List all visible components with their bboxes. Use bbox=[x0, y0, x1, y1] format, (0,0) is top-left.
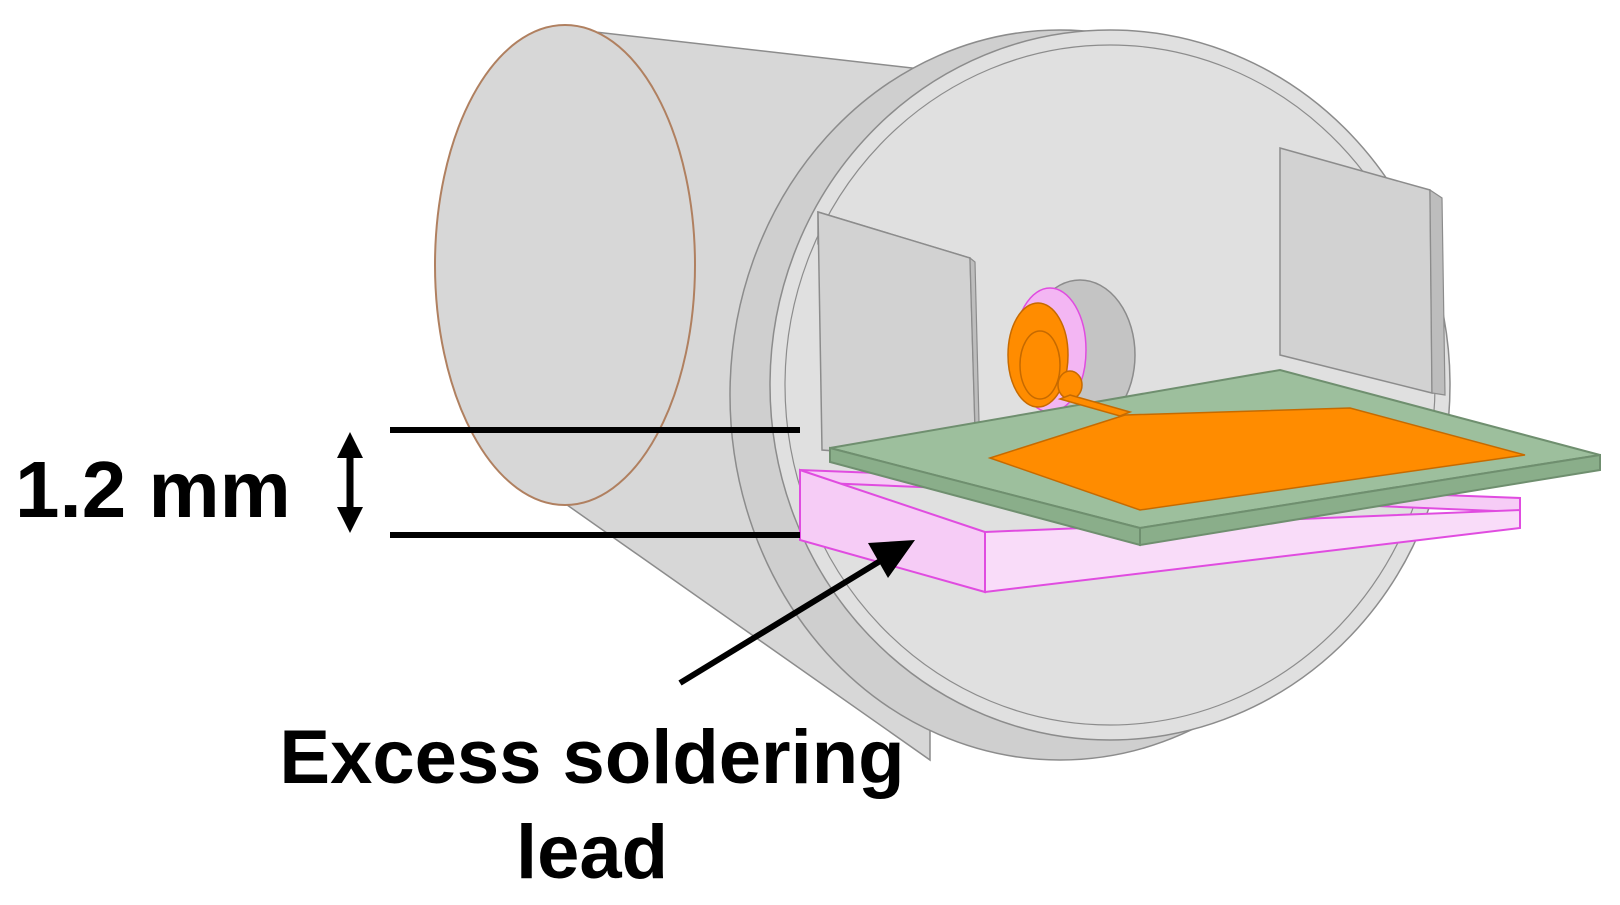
right-mounting-tab bbox=[1279, 147, 1446, 396]
pin-mid bbox=[1019, 330, 1061, 400]
barrel-back-end bbox=[434, 24, 696, 506]
right-tab-side bbox=[1429, 188, 1446, 396]
callout-arrow-shaft bbox=[678, 552, 892, 686]
copper-patch bbox=[987, 394, 1526, 511]
callout-annotation: Excess soldering lead bbox=[279, 540, 915, 895]
left-mounting-tab bbox=[817, 210, 981, 463]
callout-arrow-head bbox=[868, 540, 915, 578]
right-tab-front bbox=[1279, 147, 1433, 394]
double-arrow-icon bbox=[337, 432, 363, 533]
dimension-annotation: 1.2 mm bbox=[15, 427, 800, 538]
patch-conductor bbox=[987, 407, 1526, 511]
callout-label-line2: lead bbox=[516, 810, 668, 895]
center-bore bbox=[1007, 279, 1136, 431]
callout-label-line1: Excess soldering bbox=[279, 715, 904, 800]
dimension-label: 1.2 mm bbox=[15, 445, 291, 534]
substrate-side-edge bbox=[1139, 453, 1601, 547]
